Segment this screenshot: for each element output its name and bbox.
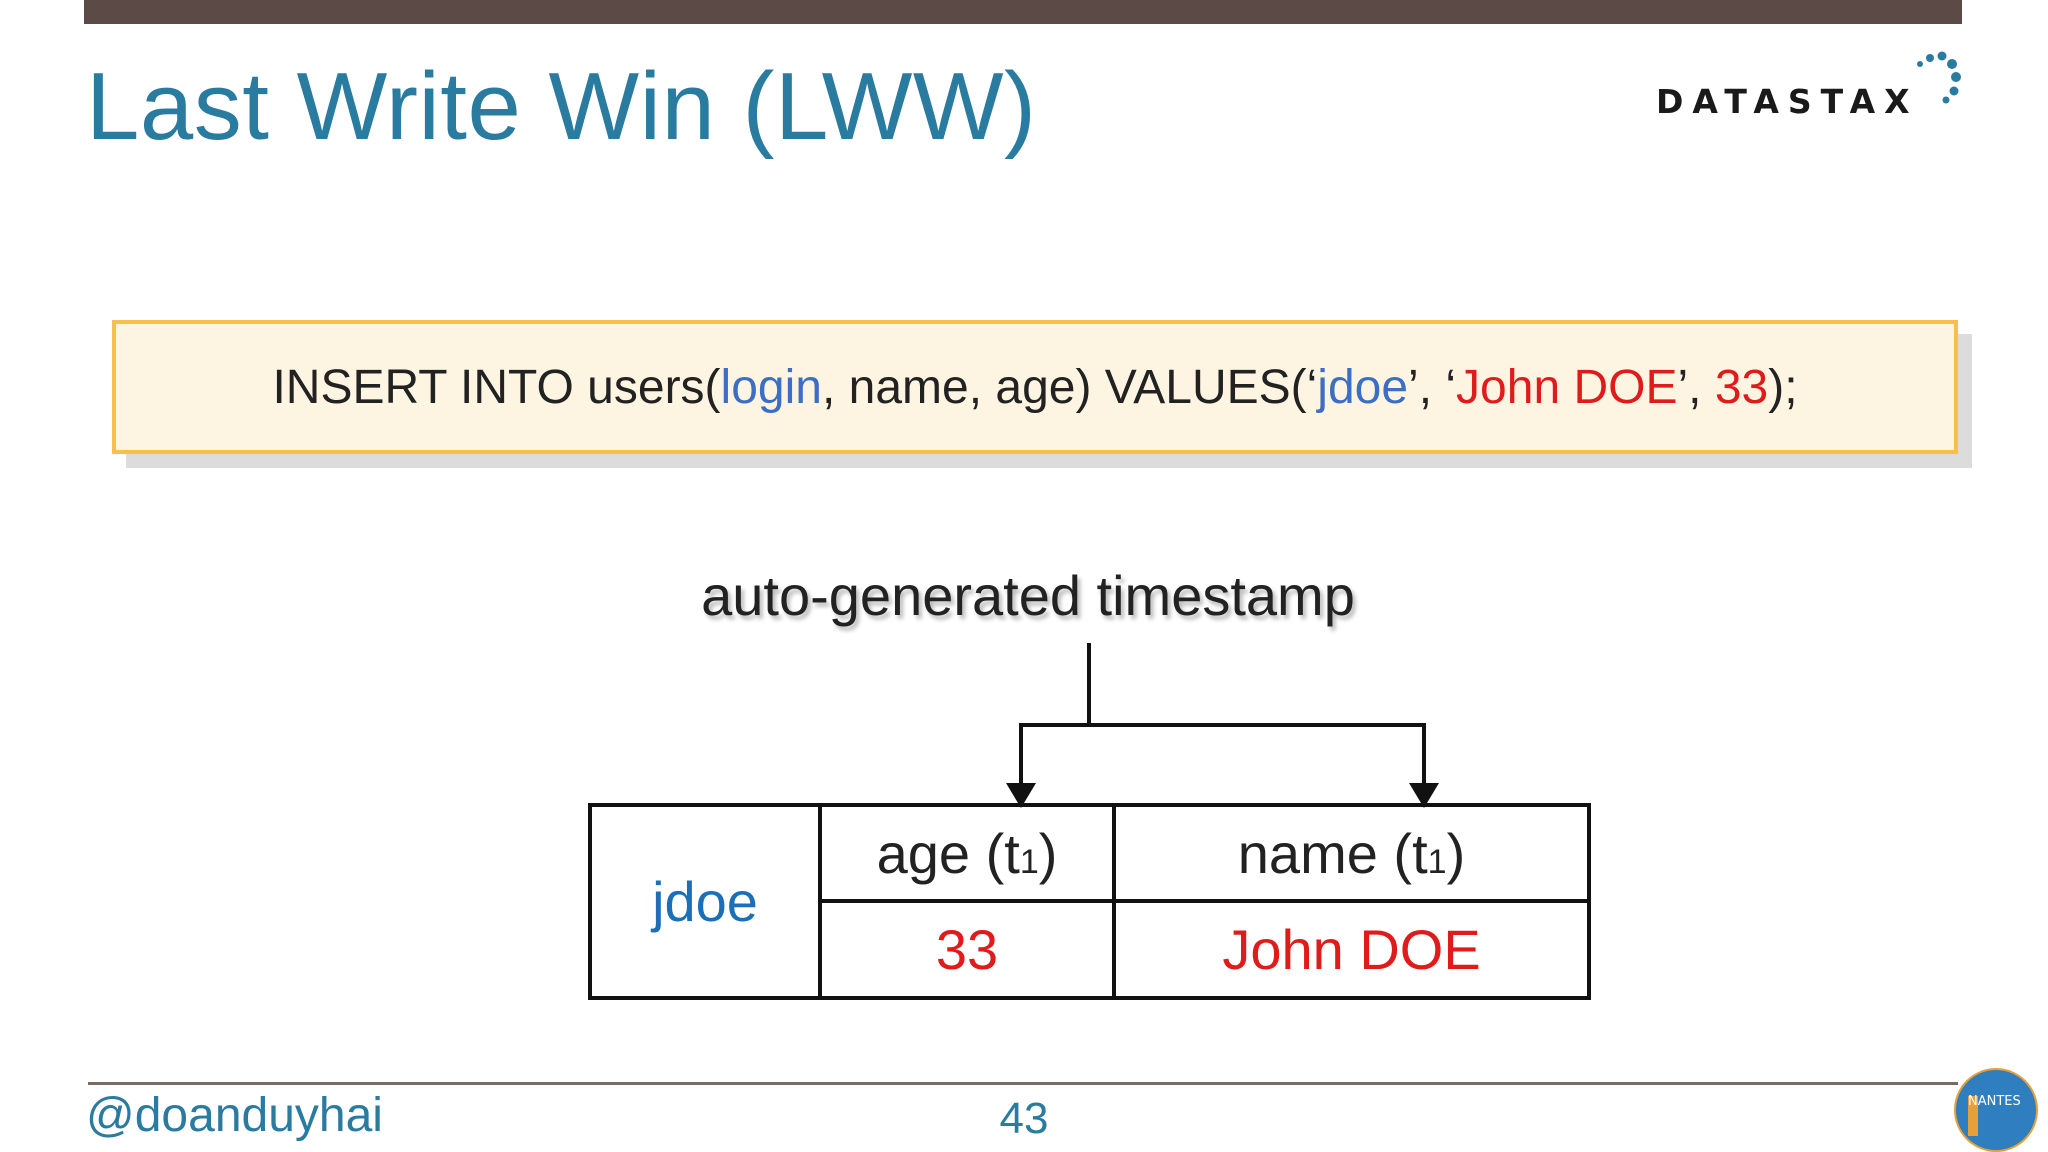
code-mid: , name, age) VALUES(‘	[821, 360, 1318, 414]
nantes-meetup-badge: NANTES	[1956, 1070, 2036, 1150]
logo-text: DATASTAX	[1656, 82, 1919, 121]
code-name-value: John DOE	[1456, 360, 1678, 414]
footer-divider	[88, 1082, 1958, 1085]
ts-close: )	[1038, 821, 1058, 885]
name-timestamp: (t1)	[1393, 822, 1465, 885]
row-key-cell: jdoe	[588, 803, 822, 1000]
top-bar	[84, 0, 1962, 24]
code-prefix: INSERT INTO users(	[272, 360, 721, 414]
code-login-value: jdoe	[1317, 360, 1409, 414]
code-age-value: 33	[1714, 360, 1769, 414]
cql-insert-statement: INSERT INTO users(login, name, age) VALU…	[112, 320, 1958, 454]
arrow-down-icon	[1409, 783, 1439, 808]
badge-text: NANTES	[1968, 1094, 2021, 1109]
name-value-cell: John DOE	[1112, 899, 1591, 1000]
partition-row-table: jdoe age (t1) name (t1) 33 John DOE	[588, 803, 1591, 1000]
age-value-cell: 33	[818, 899, 1116, 1000]
logo-dots-icon	[1917, 51, 1961, 104]
code-login-column: login	[720, 360, 822, 414]
age-timestamp: (t1)	[986, 822, 1058, 885]
slide-title: Last Write Win (LWW)	[86, 53, 1037, 160]
age-column-header: age (t1)	[818, 803, 1116, 903]
code-suffix: );	[1768, 360, 1798, 414]
badge-t-shape	[1968, 1096, 1978, 1136]
author-handle: @doanduyhai	[86, 1089, 383, 1142]
ts-subscript: 1	[1427, 842, 1447, 881]
ts-open: (t	[1393, 821, 1428, 885]
name-column-header: name (t1)	[1112, 803, 1591, 903]
datastax-logo: DATASTAX	[1650, 50, 1980, 125]
ts-close: )	[1446, 821, 1466, 885]
code-sep1: ’, ‘	[1408, 360, 1457, 414]
timestamp-caption: auto-generated timestamp	[701, 564, 1355, 627]
age-column-label: age	[876, 821, 986, 885]
code-sep2: ’,	[1677, 360, 1715, 414]
name-column-label: name	[1237, 821, 1394, 885]
ts-open: (t	[985, 821, 1020, 885]
arrow-down-icon	[1006, 783, 1036, 808]
page-number: 43	[999, 1094, 1049, 1143]
ts-subscript: 1	[1019, 842, 1039, 881]
